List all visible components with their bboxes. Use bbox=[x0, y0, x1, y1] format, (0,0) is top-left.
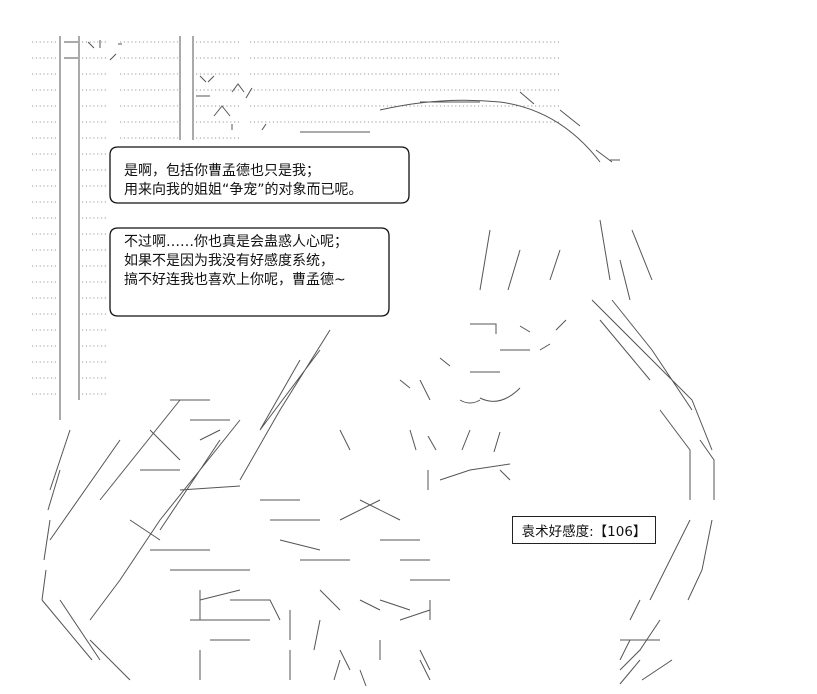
lower-lines bbox=[89, 639, 641, 687]
bubble1-line-2: 用来向我的姐姐“争宠”的对象而已呢。 bbox=[124, 182, 363, 198]
head-outline bbox=[379, 91, 620, 163]
speech-bubble-2-text: 不过啊……你也真是会蛊惑人心呢； 如果不是因为我没有好感度系统， 搞不好连我也喜… bbox=[124, 233, 348, 290]
dotted-texture bbox=[32, 41, 560, 395]
bubble2-line-1: 不过啊……你也真是会蛊惑人心呢； bbox=[124, 234, 348, 250]
affinity-value: 【106】 bbox=[593, 524, 647, 540]
body-outline bbox=[41, 329, 331, 661]
top-marks bbox=[64, 40, 370, 133]
body-outline-right bbox=[619, 409, 715, 681]
bubble2-line-3: 搞不好连我也喜欢上你呢，曹孟德~ bbox=[124, 272, 346, 288]
cloth-folds bbox=[129, 399, 450, 621]
affinity-label: 袁术好感度: bbox=[521, 524, 594, 540]
face-features bbox=[399, 319, 567, 404]
bubble1-line-1: 是啊，包括你曹孟德也只是我； bbox=[124, 163, 320, 179]
hands bbox=[199, 590, 431, 671]
speech-bubble-1-text: 是啊，包括你曹孟德也只是我； 用来向我的姐姐“争宠”的对象而已呢。 bbox=[124, 162, 363, 200]
affinity-box: 袁术好感度:【106】 bbox=[512, 516, 656, 544]
collar bbox=[339, 429, 511, 490]
hair-strands bbox=[479, 219, 713, 451]
bubble2-line-2: 如果不是因为我没有好感度系统， bbox=[124, 253, 334, 269]
